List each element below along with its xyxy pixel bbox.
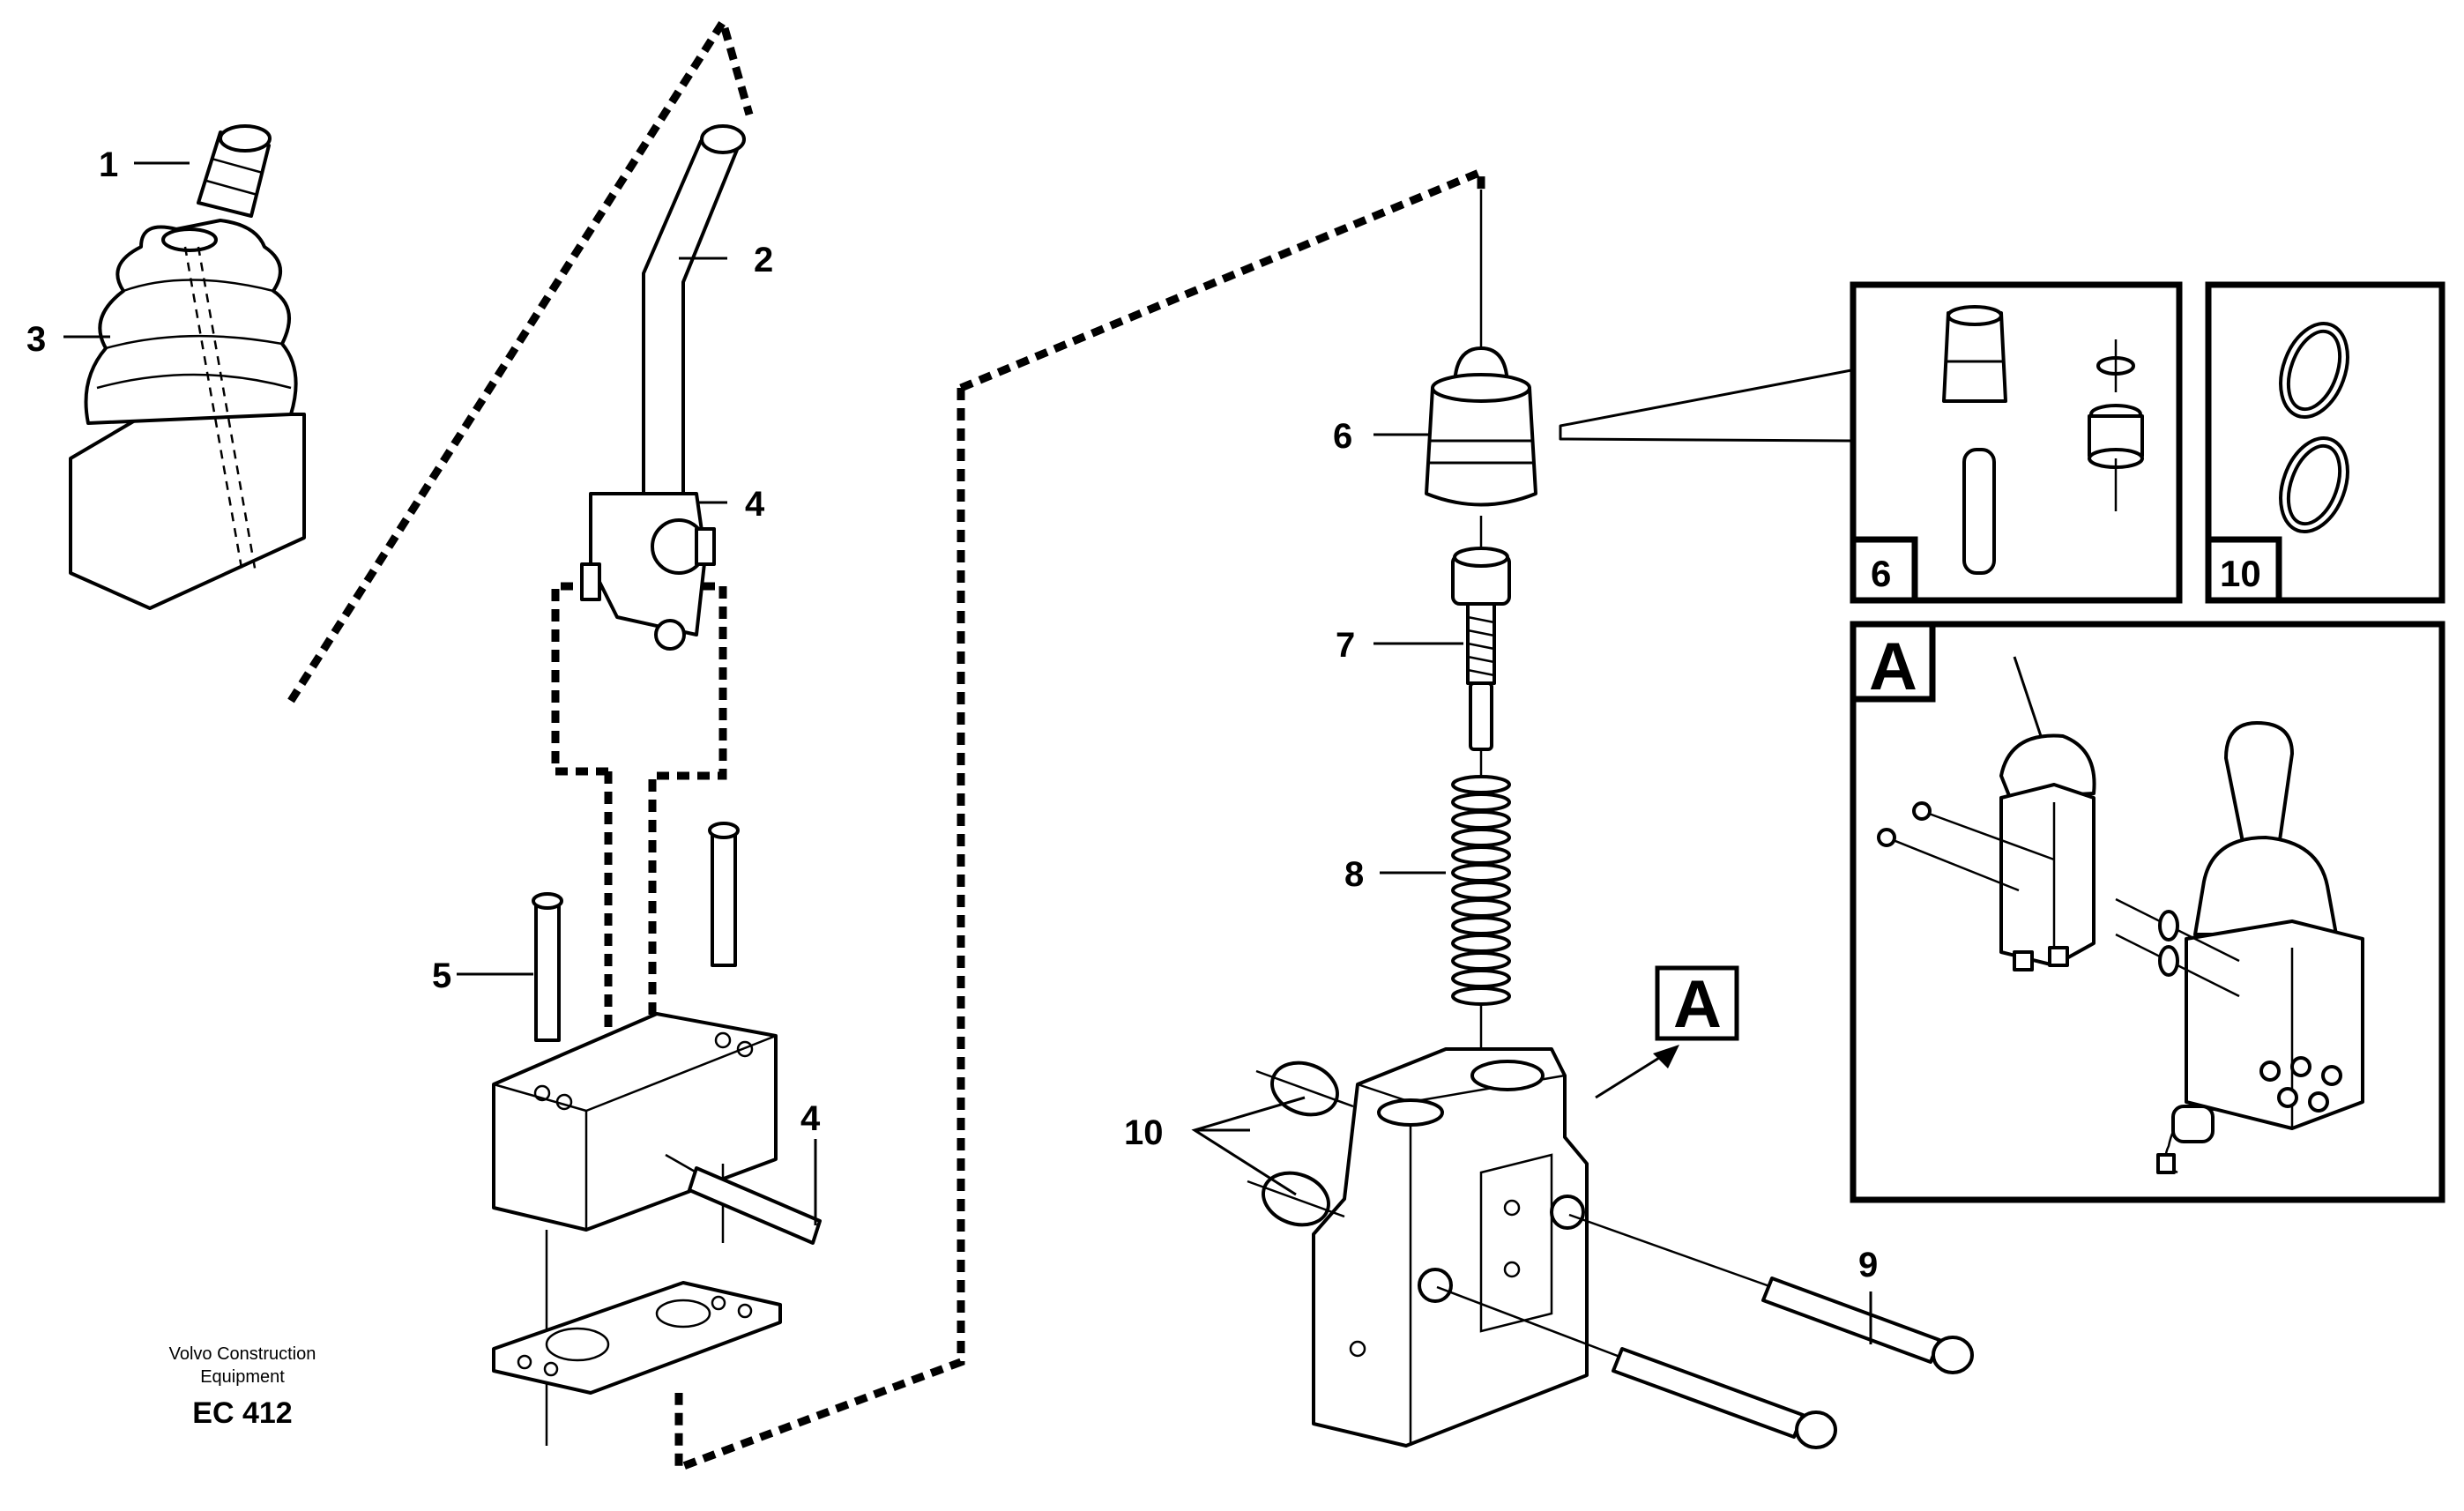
callout-9: 9 [1858, 1246, 1878, 1284]
leader-lines [63, 161, 1872, 1344]
clamp-part [580, 492, 716, 651]
callout-4-lower: 4 [800, 1099, 821, 1138]
detail-label-6: 6 [1871, 553, 1891, 594]
detail-view-10 [2205, 281, 2445, 604]
brand-line-2: Equipment [200, 1367, 285, 1387]
long-bolts-part [1436, 1213, 1974, 1449]
callout-6: 6 [1333, 417, 1352, 456]
knob-part [197, 124, 272, 218]
detail-label-a: A [1869, 629, 1917, 704]
valve-housing-part [1312, 1047, 1589, 1448]
detail-view-6 [1559, 281, 2183, 604]
callout-4-upper: 4 [745, 485, 765, 524]
callout-8: 8 [1344, 855, 1364, 894]
gasket-plate-part [492, 1281, 782, 1395]
detail-view-a [1850, 621, 2445, 1203]
brand-line-1: Volvo Construction [169, 1344, 316, 1364]
callout-5: 5 [432, 956, 451, 995]
pin-part [665, 1153, 822, 1245]
callout-1: 1 [99, 145, 118, 184]
lever-part [642, 124, 746, 495]
rubber-boot-part [69, 219, 306, 610]
callout-3: 3 [26, 320, 46, 359]
dashed-connection-lines [287, 12, 1485, 1474]
callout-2: 2 [754, 241, 773, 279]
callout-7: 7 [1336, 626, 1355, 665]
valve-stack-parts [1425, 190, 1537, 1058]
detail-label-10: 10 [2220, 553, 2261, 594]
callout-labels: 1 2 3 4 4 5 6 7 8 9 10 [26, 145, 1878, 1284]
title-block: Volvo Construction Equipment EC 412 [169, 1344, 316, 1430]
section-marker-label: A [1673, 967, 1722, 1042]
drawing-code: EC 412 [192, 1396, 292, 1430]
detail-view-labels: 6 10 A A [1673, 553, 2261, 1042]
section-a-marker [1655, 965, 1739, 1041]
mounting-bolts [532, 822, 740, 1042]
callout-10: 10 [1124, 1113, 1164, 1152]
spring-coils [1451, 775, 1511, 1006]
